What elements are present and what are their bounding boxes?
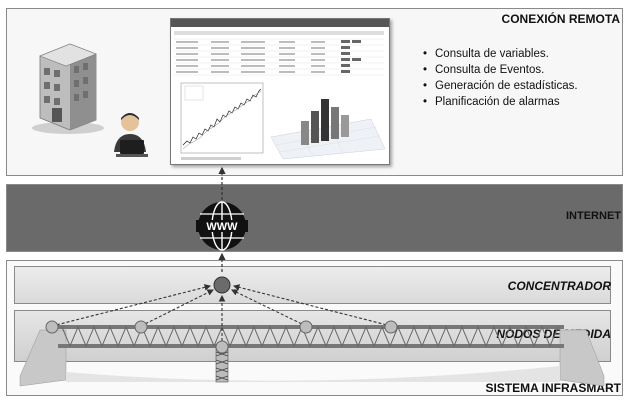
- feature-item: Consulta de Eventos.: [423, 62, 578, 78]
- feature-item: Generación de estadísticas.: [423, 78, 578, 94]
- link-node-1: [51, 284, 212, 327]
- measurement-node: [299, 320, 313, 334]
- concentrator-layer: [14, 266, 611, 304]
- link-node-4: [231, 289, 307, 327]
- system-label: SISTEMA INFRASMART: [485, 381, 621, 395]
- user-laptop-icon: [114, 113, 148, 157]
- internet-band: [6, 184, 623, 252]
- feature-item: Consulta de variables.: [423, 46, 578, 62]
- remote-connection-label: CONEXIÓN REMOTA: [501, 12, 620, 26]
- building-icon: [32, 43, 104, 134]
- globe-www-icon: WWW: [196, 201, 248, 251]
- concentrator-node: [213, 276, 231, 294]
- software-screenshot: [170, 18, 390, 165]
- bridge-structure: [19, 325, 605, 387]
- screenshot-image: [171, 19, 389, 160]
- measurement-node: [215, 340, 229, 354]
- feature-item: Planificación de alarmas: [423, 94, 578, 110]
- measurement-node: [45, 320, 59, 334]
- concentrator-label: CONCENTRADOR: [507, 279, 611, 293]
- link-node-5: [232, 284, 392, 327]
- feature-list: Consulta de variables. Consulta de Event…: [423, 46, 578, 110]
- measurement-node: [384, 320, 398, 334]
- internet-label: INTERNET: [566, 210, 621, 222]
- measurement-node: [134, 320, 148, 334]
- link-node-2: [140, 289, 214, 327]
- globe-text: WWW: [206, 221, 238, 233]
